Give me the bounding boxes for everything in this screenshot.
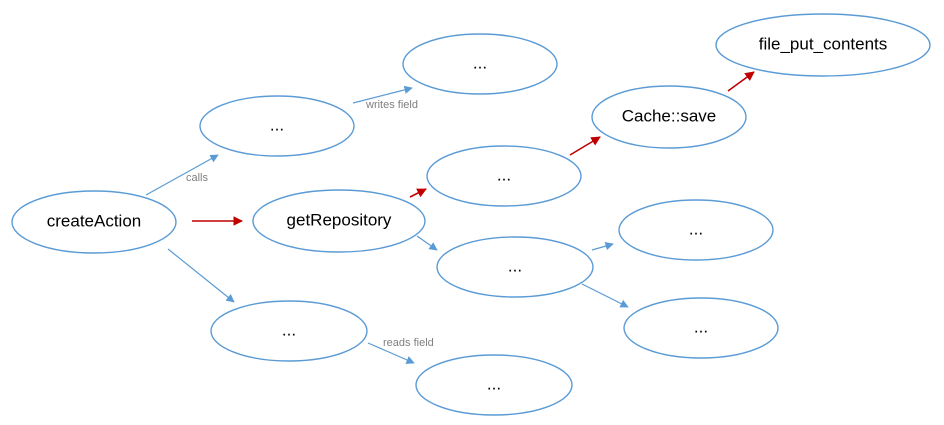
node-label: file_put_contents [759, 34, 888, 53]
node-mid-lower[interactable]: ... [436, 236, 594, 298]
node-label: createAction [47, 211, 142, 230]
node-label: ... [270, 115, 284, 134]
edge-getrepository-to-mid-upper [409, 188, 427, 198]
node-top-left[interactable]: ... [199, 95, 355, 157]
edge-top-left-to-top-mid [352, 85, 413, 104]
edge-mid-lower-to-right-lower [581, 283, 629, 308]
edge-create-to-bottom-left [167, 248, 235, 303]
node-label: ... [282, 320, 296, 339]
node-top-mid[interactable]: ... [402, 33, 558, 95]
edge-mid-upper-to-cache-save [569, 136, 601, 156]
edge-bottom-left-to-bottom-mid [367, 342, 415, 364]
node-cache-save[interactable]: Cache::save [591, 85, 747, 149]
node-file-put-contents[interactable]: file_put_contents [715, 13, 931, 77]
edge-label-writes-field: writes field [365, 99, 418, 111]
edge-cache-save-to-file-put [727, 71, 755, 92]
edge-label-reads-field: reads field [383, 337, 434, 349]
node-right-upper[interactable]: ... [618, 199, 774, 261]
node-label: ... [497, 165, 511, 184]
node-label: getRepository [287, 210, 392, 229]
node-bottom-mid[interactable]: ... [415, 354, 573, 416]
edge-labels: writes field calls reads field [186, 99, 434, 349]
node-label: ... [487, 374, 501, 393]
nodes: createAction getRepository Cache::save f… [11, 13, 931, 416]
node-label: ... [508, 256, 522, 275]
node-label: ... [694, 317, 708, 336]
node-label: ... [473, 53, 487, 72]
node-bottom-left[interactable]: ... [210, 300, 368, 362]
edge-getrepository-to-mid-lower [416, 235, 438, 251]
node-label: Cache::save [622, 106, 717, 125]
edge-create-to-top-left [145, 154, 219, 196]
node-right-lower[interactable]: ... [623, 297, 779, 359]
node-create-action[interactable]: createAction [11, 190, 177, 254]
node-label: ... [689, 219, 703, 238]
node-mid-upper[interactable]: ... [426, 145, 582, 207]
edges [145, 71, 755, 364]
edge-mid-lower-to-right-upper [591, 242, 614, 251]
edge-label-calls: calls [186, 172, 209, 184]
node-get-repository[interactable]: getRepository [252, 189, 426, 253]
